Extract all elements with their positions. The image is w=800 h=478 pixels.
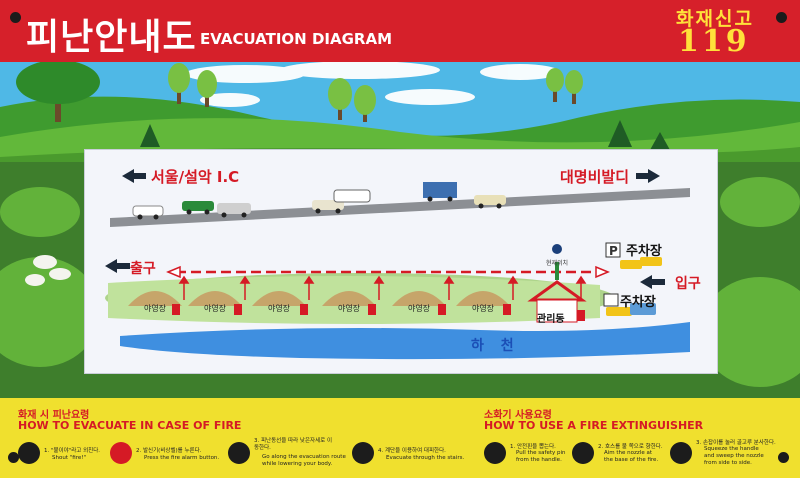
screw-icon <box>10 12 21 23</box>
tent-label: 야영장 <box>471 304 495 313</box>
tree-icon <box>16 62 670 150</box>
evacuate-title-ko: 화재 시 피난요령 <box>18 410 90 421</box>
exit-label: 출구 <box>130 261 156 277</box>
current-location-label: 현재위치 <box>546 260 569 267</box>
evacuate-step-4-en: Evacuate through the stairs. <box>386 455 465 461</box>
extinguisher-title-en: HOW TO USE A FIRE EXTINGUISHER <box>484 419 704 432</box>
evacuate-step-3-ko: 3. 피난동선을 따라 낮은자세로 이동한다. <box>254 438 333 451</box>
highway-road <box>110 188 690 227</box>
extinguisher-step-1-ko: 1. 안전핀을 뽑는다. <box>510 444 556 450</box>
current-location-icon <box>552 244 562 254</box>
parking-icon <box>605 242 621 258</box>
river-label: 하 천 <box>471 338 520 354</box>
crouch-walk-icon <box>228 442 250 464</box>
screw-icon <box>776 12 787 23</box>
road-left-label: 서울/설악 I.C <box>151 168 240 186</box>
extinguisher-step-1-en: Pull the safety pin from the handle. <box>516 450 566 463</box>
tent-icon <box>128 291 510 306</box>
entrance-arrow-icon <box>640 275 665 289</box>
evacuate-step-1-ko: 1. "불이야"라고 외친다. <box>44 448 101 454</box>
tent-label: 야영장 <box>143 304 167 313</box>
evacuate-step-1-en: Shout "fire!" <box>52 455 86 461</box>
squeeze-handle-icon <box>670 442 692 464</box>
evacuate-step-2-ko: 2. 발신기(비상벨)를 누른다. <box>136 448 202 454</box>
parking-label-top: 주차장 <box>626 244 662 259</box>
river <box>120 322 690 360</box>
shout-icon <box>18 442 40 464</box>
extinguisher-step-3-ko: 3. 손잡이를 눌러 골고루 분사한다. <box>696 440 776 446</box>
extinguisher-step-2-en: Aim the nozzle at the base of the fire. <box>604 450 659 463</box>
evacuate-step-4-ko: 4. 계단을 이용하여 대피한다. <box>378 448 446 454</box>
screw-icon <box>778 452 789 463</box>
extinguisher-step-3-en: Squeeze the handle and sweep the nozzle … <box>704 446 764 466</box>
right-arrow-icon <box>636 169 660 183</box>
fire-report-label: 화재신고 <box>676 8 754 30</box>
tent-label: 야영장 <box>267 304 291 313</box>
sheep-icon <box>25 255 71 286</box>
car-icon <box>132 182 506 220</box>
title-korean: 피난안내도 <box>26 17 197 58</box>
screw-icon <box>8 452 19 463</box>
alarm-button-icon <box>110 442 132 464</box>
instructions-footer: 화재 시 피난요령 HOW TO EVACUATE IN CASE OF FIR… <box>0 398 800 478</box>
safety-pin-icon <box>484 442 506 464</box>
extinguisher-step-2-ko: 2. 호스를 불 쪽으로 향한다. <box>598 444 663 450</box>
stairs-icon <box>352 442 374 464</box>
exit-arrow-icon <box>105 259 130 273</box>
tent-label: 야영장 <box>203 304 227 313</box>
svg-text:P: P <box>609 244 618 258</box>
evacuate-step-2-en: Press the fire alarm button. <box>144 455 220 461</box>
extinguisher-title-ko: 소화기 사용요령 <box>484 410 552 421</box>
evacuate-step-3-en: Go along the evacuation route while lowe… <box>262 454 346 467</box>
road-right-label: 대명비발디 <box>560 168 630 186</box>
fire-report-number: 119 <box>678 24 750 59</box>
tent-label: 야영장 <box>337 304 361 313</box>
nozzle-icon <box>572 442 594 464</box>
left-arrow-icon <box>122 169 146 183</box>
parking-label-bottom: 주차장 <box>620 295 656 310</box>
bus-icon <box>603 293 619 307</box>
entrance-label: 입구 <box>675 276 701 292</box>
evacuate-title-en: HOW TO EVACUATE IN CASE OF FIRE <box>18 419 242 432</box>
header-bar: 피난안내도 EVACUATION DIAGRAM 화재신고 119 <box>0 0 800 65</box>
tent-label: 야영장 <box>407 304 431 313</box>
title-english: EVACUATION DIAGRAM <box>200 30 392 48</box>
office-label: 관리동 <box>537 314 565 325</box>
fire-extinguisher-icon <box>172 304 585 321</box>
